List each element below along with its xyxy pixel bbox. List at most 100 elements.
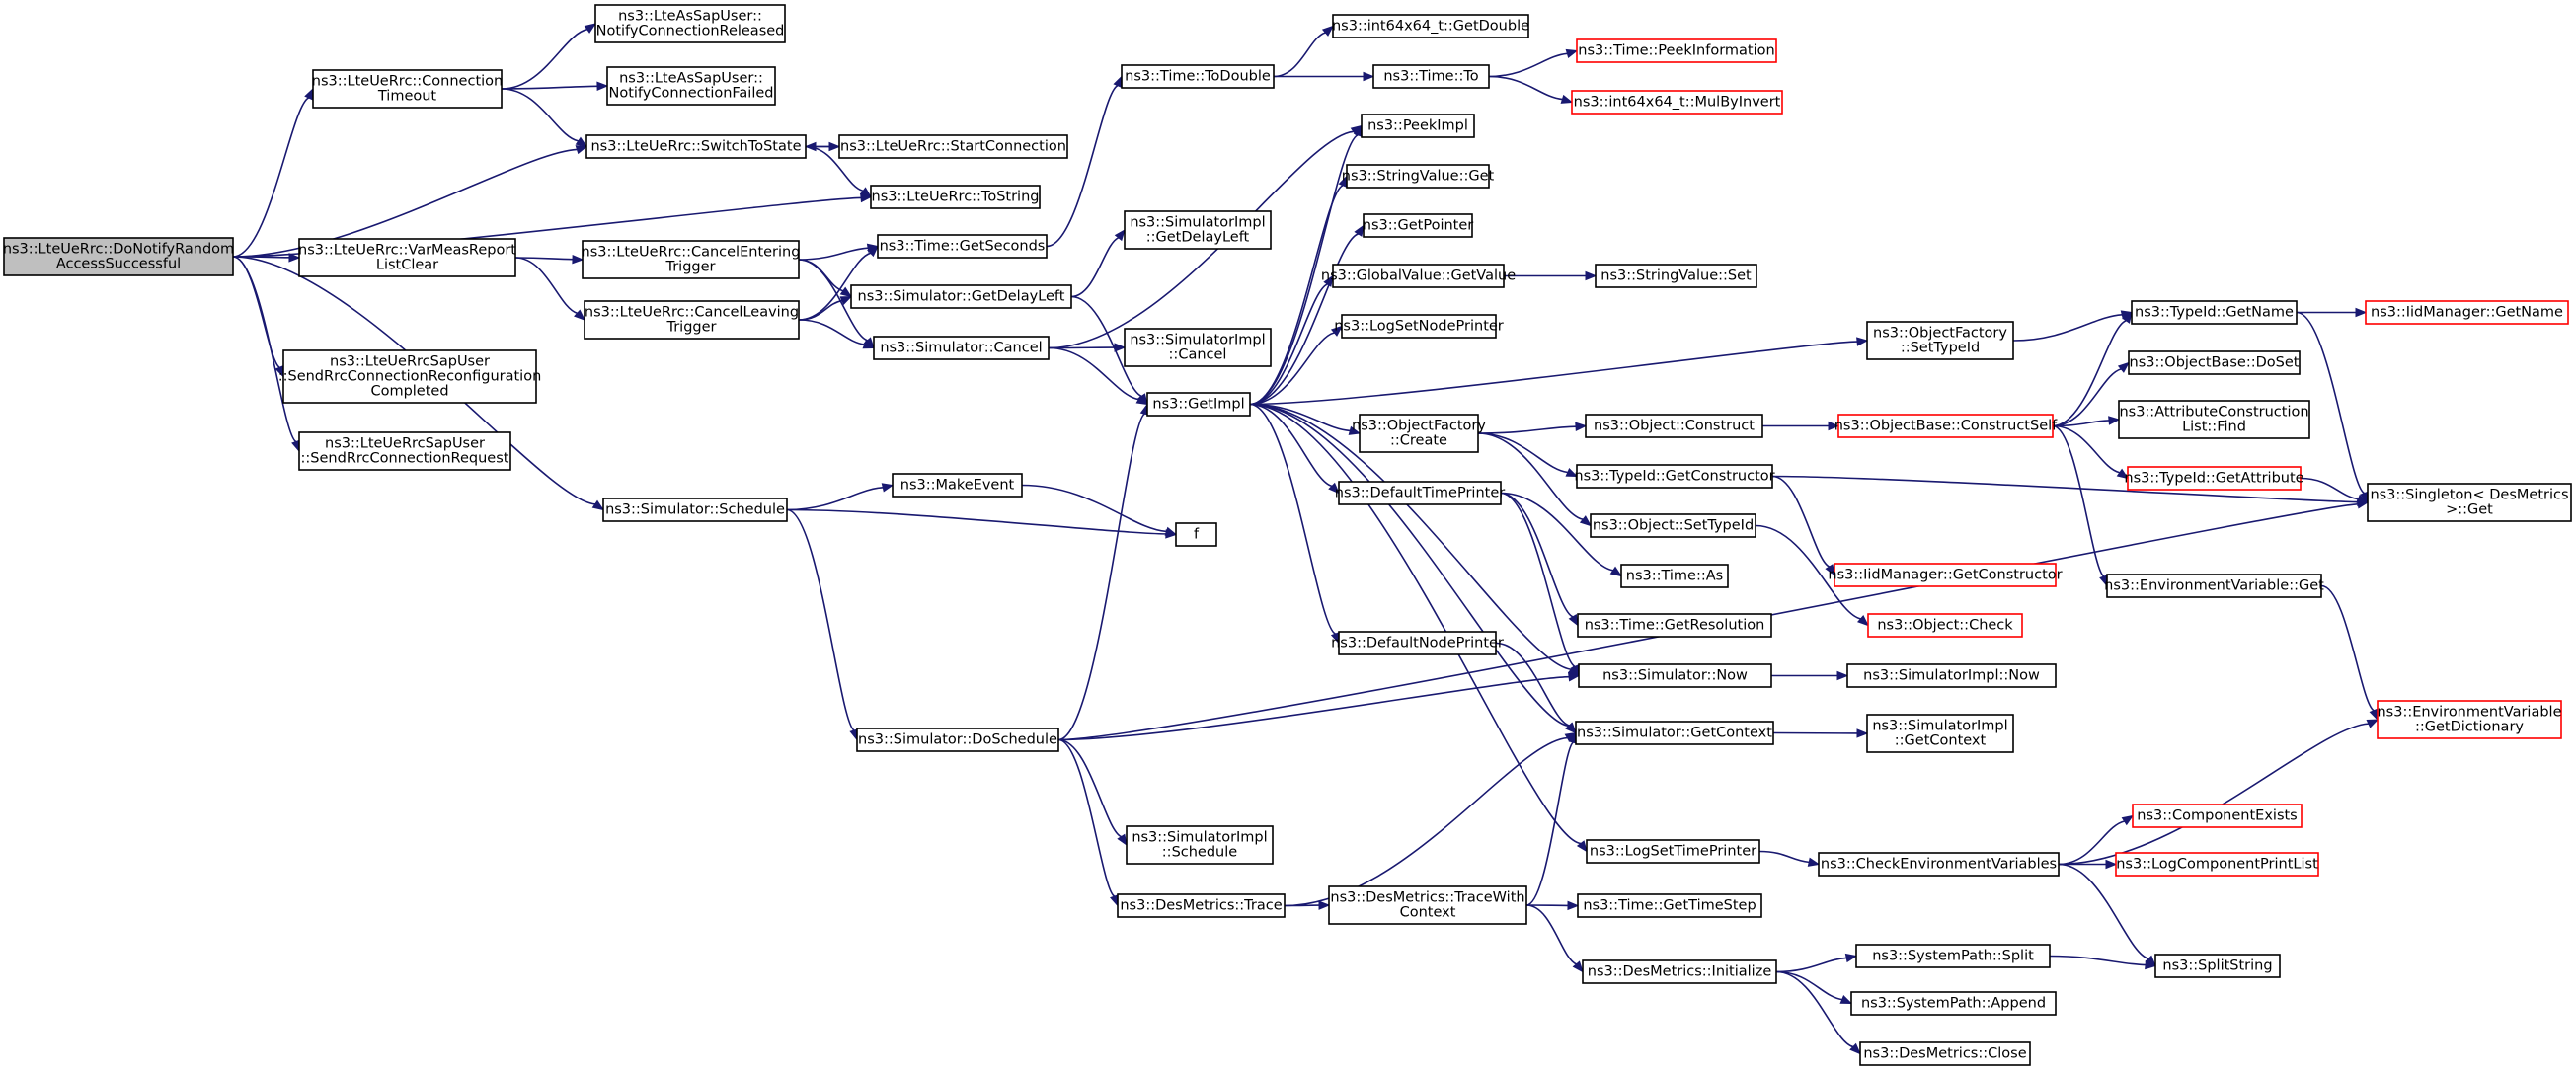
- node-box[interactable]: [877, 234, 1048, 259]
- node-box[interactable]: [1126, 825, 1274, 865]
- node-typeidgetattr[interactable]: ns3::TypeId::GetAttribute: [2124, 466, 2304, 491]
- node-compexists[interactable]: ns3::ComponentExists: [2132, 804, 2303, 828]
- node-desinit[interactable]: ns3::DesMetrics::Initialize: [1582, 959, 1777, 984]
- node-box[interactable]: [1124, 210, 1272, 250]
- node-box[interactable]: [2367, 483, 2572, 522]
- node-simsched[interactable]: ns3::Simulator::Schedule: [602, 498, 788, 522]
- node-sapreq[interactable]: ns3::LteUeRrcSapUser::SendRrcConnectionR…: [298, 431, 511, 471]
- node-gvgetvalue[interactable]: ns3::GlobalValue::GetValue: [1321, 264, 1516, 288]
- node-timeas[interactable]: ns3::Time::As: [1620, 564, 1729, 588]
- node-destrace[interactable]: ns3::DesMetrics::Trace: [1117, 893, 1286, 918]
- node-box[interactable]: [1359, 414, 1479, 453]
- node-singletonget[interactable]: ns3::Singleton< DesMetrics >::Get: [2367, 483, 2572, 522]
- node-box[interactable]: [1867, 613, 2023, 638]
- node-box[interactable]: [892, 473, 1023, 498]
- node-box[interactable]: [282, 349, 537, 404]
- node-simimplsched[interactable]: ns3::SimulatorImpl::Schedule: [1126, 825, 1274, 865]
- node-implnow[interactable]: ns3::SimulatorImpl::Now: [1846, 663, 2057, 688]
- node-box[interactable]: [1577, 893, 1762, 918]
- node-box[interactable]: [594, 4, 786, 43]
- node-box[interactable]: [1576, 38, 1777, 63]
- node-box[interactable]: [1338, 481, 1502, 505]
- node-implgetctx[interactable]: ns3::SimulatorImpl::GetContext: [1866, 714, 2014, 753]
- node-box[interactable]: [298, 238, 516, 277]
- node-box[interactable]: [1332, 14, 1529, 38]
- node-desclose[interactable]: ns3::DesMetrics::Close: [1859, 1041, 2031, 1066]
- node-simcancel[interactable]: ns3::Simulator::Cancel: [873, 336, 1050, 360]
- node-box[interactable]: [1620, 564, 1729, 588]
- node-iidgetname[interactable]: ns3::IidManager::GetName: [2365, 300, 2569, 325]
- node-box[interactable]: [2132, 804, 2303, 828]
- node-box[interactable]: [1590, 513, 1756, 538]
- node-box[interactable]: [1372, 64, 1490, 89]
- node-box[interactable]: [2115, 852, 2319, 877]
- node-box[interactable]: [1585, 414, 1763, 438]
- node-root[interactable]: ns3::LteUeRrc::DoNotifyRandomAccessSucce…: [3, 237, 234, 276]
- node-box[interactable]: [2127, 466, 2302, 491]
- node-asfail[interactable]: ns3::LteAsSapUser::NotifyConnectionFaile…: [606, 66, 776, 106]
- node-box[interactable]: [850, 284, 1072, 309]
- node-timeto[interactable]: ns3::Time::To: [1372, 64, 1490, 89]
- node-getdelayleft[interactable]: ns3::Simulator::GetDelayLeft: [850, 284, 1072, 309]
- node-envget[interactable]: ns3::EnvironmentVariable::Get: [2104, 574, 2324, 598]
- node-box[interactable]: [582, 240, 800, 279]
- node-box[interactable]: [1837, 414, 2054, 438]
- node-startconn[interactable]: ns3::LteUeRrc::StartConnection: [838, 134, 1068, 159]
- node-ofsettypeid[interactable]: ns3::ObjectFactory::SetTypeId: [1866, 321, 2014, 360]
- node-envgetdict[interactable]: ns3::EnvironmentVariable::GetDictionary: [2377, 700, 2562, 739]
- node-box[interactable]: [1834, 563, 2057, 587]
- node-checkenv[interactable]: ns3::CheckEnvironmentVariables: [1818, 852, 2060, 877]
- node-box[interactable]: [1575, 721, 1774, 745]
- node-defnodeprinter[interactable]: ns3::DefaultNodePrinter: [1331, 631, 1504, 655]
- node-box[interactable]: [606, 66, 776, 106]
- node-box[interactable]: [2106, 574, 2322, 598]
- node-objsettypeid[interactable]: ns3::Object::SetTypeId: [1590, 513, 1756, 538]
- node-box[interactable]: [1850, 991, 2057, 1016]
- node-box[interactable]: [1346, 164, 1490, 189]
- node-strvalset[interactable]: ns3::StringValue::Set: [1595, 264, 1757, 288]
- node-box[interactable]: [1146, 392, 1251, 417]
- node-box[interactable]: [1586, 839, 1760, 864]
- node-box[interactable]: [298, 431, 511, 471]
- node-switch[interactable]: ns3::LteUeRrc::SwitchToState: [585, 134, 807, 159]
- node-getimpl[interactable]: ns3::GetImpl: [1146, 392, 1251, 417]
- node-box[interactable]: [870, 185, 1041, 209]
- node-logcompprint[interactable]: ns3::LogComponentPrintList: [2115, 852, 2319, 877]
- node-objfactcreate[interactable]: ns3::ObjectFactory::Create: [1352, 414, 1486, 453]
- node-box[interactable]: [856, 728, 1059, 752]
- node-box[interactable]: [1846, 663, 2057, 688]
- node-box[interactable]: [1855, 944, 2051, 968]
- node-box[interactable]: [1361, 114, 1475, 138]
- node-box[interactable]: [585, 134, 807, 159]
- node-box[interactable]: [1866, 714, 2014, 753]
- node-peekinfo[interactable]: ns3::Time::PeekInformation: [1576, 38, 1777, 63]
- node-constructself[interactable]: ns3::ObjectBase::ConstructSelf: [1834, 414, 2058, 438]
- node-box[interactable]: [3, 237, 234, 276]
- node-box[interactable]: [1866, 321, 2014, 360]
- node-typeidgetname[interactable]: ns3::TypeId::GetName: [2131, 300, 2298, 325]
- node-box[interactable]: [1571, 90, 1783, 115]
- node-mulbyinv[interactable]: ns3::int64x64_t::MulByInvert: [1571, 90, 1783, 115]
- node-gettimestep[interactable]: ns3::Time::GetTimeStep: [1577, 893, 1762, 918]
- node-box[interactable]: [602, 498, 788, 522]
- node-box[interactable]: [2154, 954, 2281, 978]
- node-getpointer[interactable]: ns3::GetPointer: [1363, 213, 1474, 238]
- node-iidgetctor[interactable]: ns3::IidManager::GetConstructor: [1828, 563, 2063, 587]
- node-objconstruct[interactable]: ns3::Object::Construct: [1585, 414, 1763, 438]
- node-getdouble[interactable]: ns3::int64x64_t::GetDouble: [1332, 14, 1529, 38]
- node-box[interactable]: [1121, 64, 1275, 89]
- node-box[interactable]: [2365, 300, 2569, 325]
- node-box[interactable]: [1576, 464, 1773, 489]
- node-box[interactable]: [1859, 1041, 2031, 1066]
- node-simgetctx[interactable]: ns3::Simulator::GetContext: [1575, 721, 1774, 745]
- node-box[interactable]: [2377, 700, 2562, 739]
- node-box[interactable]: [1363, 213, 1473, 238]
- node-sysappend[interactable]: ns3::SystemPath::Append: [1850, 991, 2057, 1016]
- node-f[interactable]: f: [1175, 522, 1217, 547]
- node-todouble[interactable]: ns3::Time::ToDouble: [1121, 64, 1275, 89]
